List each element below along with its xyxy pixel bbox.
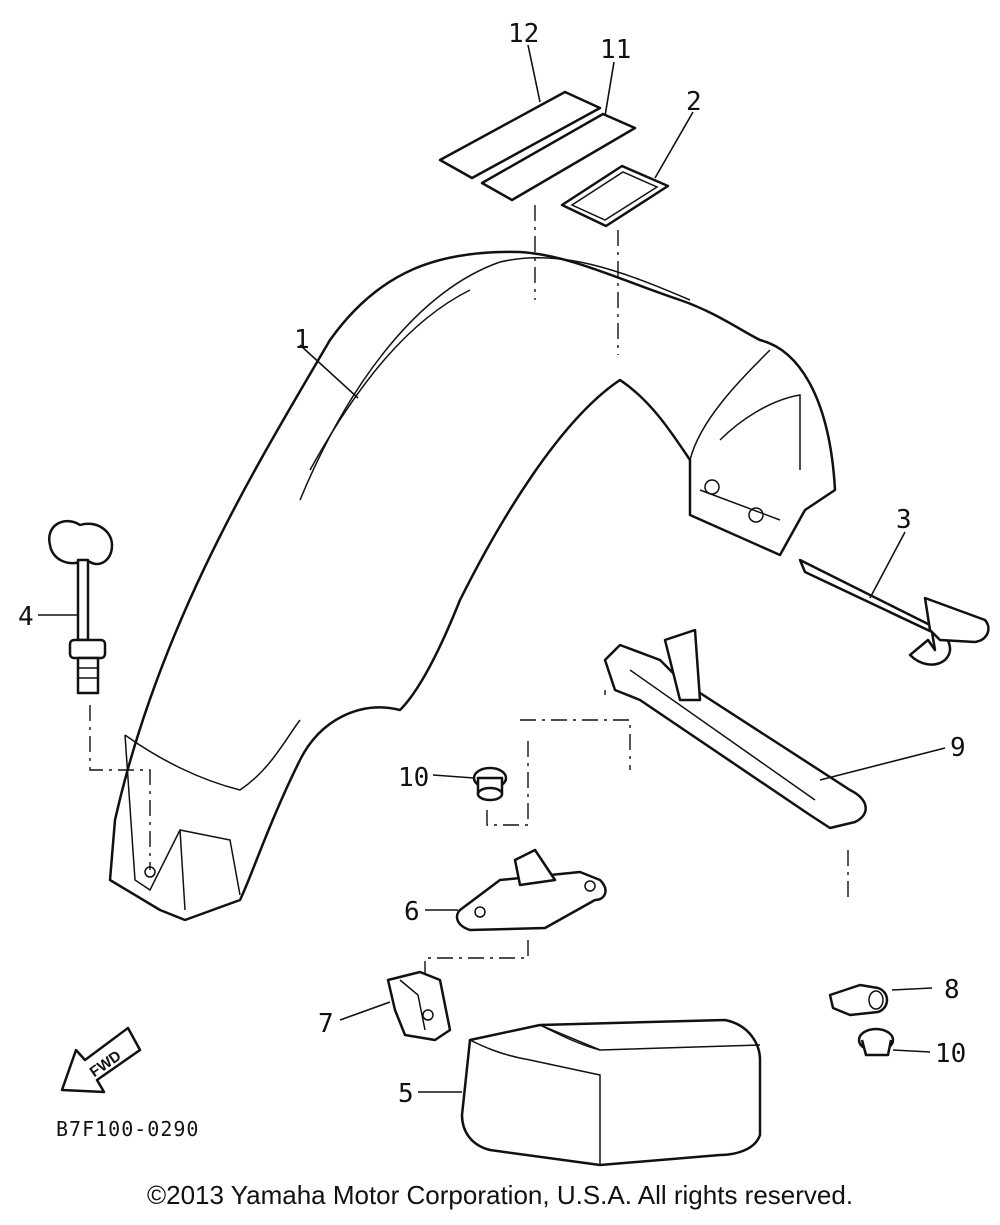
- callout-10-lower: 10: [935, 1039, 966, 1069]
- nut-10-upper: [432, 735, 529, 826]
- callout-2: 2: [686, 87, 702, 117]
- stay-3: [798, 531, 990, 666]
- decal-11: [480, 112, 637, 202]
- leader-2: [654, 111, 694, 179]
- callout-6: 6: [404, 897, 420, 927]
- decal-2: [560, 164, 670, 228]
- callout-5: 5: [398, 1079, 414, 1109]
- nut-10-lower: [857, 1027, 931, 1057]
- clip-7: [339, 970, 452, 1042]
- reference-code: B7F100-0290: [56, 1117, 199, 1141]
- decal-12: [438, 90, 602, 180]
- callout-11: 11: [600, 35, 631, 65]
- callout-9: 9: [950, 733, 966, 763]
- callout-4: 4: [18, 602, 34, 632]
- copyright-notice: ©2013 Yamaha Motor Corporation, U.S.A. A…: [146, 1180, 854, 1210]
- plate-6: [424, 848, 607, 975]
- leader-12: [527, 44, 541, 103]
- callout-7: 7: [318, 1009, 334, 1039]
- forward-arrow-icon: FWD: [60, 1026, 142, 1094]
- callout-8: 8: [944, 975, 960, 1005]
- callout-12: 12: [508, 19, 539, 49]
- fitting-8: [828, 983, 933, 1017]
- bracket-9: [520, 628, 946, 900]
- leader-11: [604, 61, 615, 117]
- callout-1: 1: [294, 325, 310, 355]
- callout-10-upper: 10: [398, 763, 429, 793]
- wing-screw-4: [38, 519, 151, 870]
- callout-3: 3: [896, 505, 912, 535]
- tool-box-5: [418, 1018, 762, 1167]
- rear-fender: [108, 250, 837, 922]
